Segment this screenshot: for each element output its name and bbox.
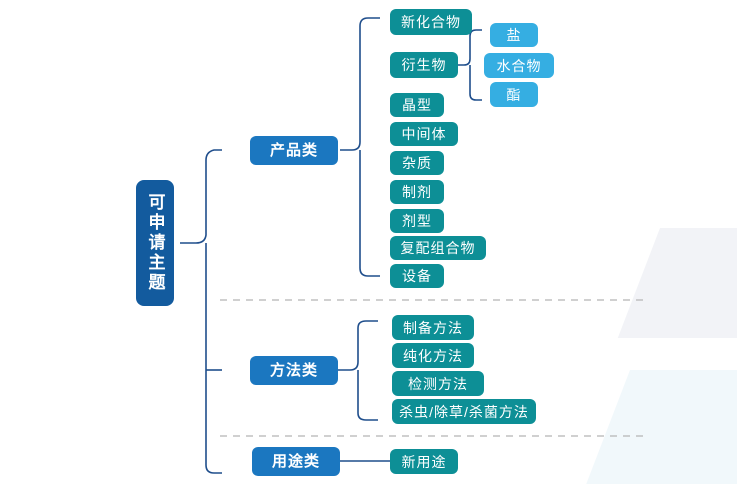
leaf-label-dosage-form: 剂型 (402, 213, 432, 229)
leaf-label-derivative: 衍生物 (401, 57, 447, 73)
leaf-label-preparation-method: 制备方法 (403, 319, 463, 336)
leaf-label-preparation: 制剂 (402, 184, 432, 200)
branch-label-usage: 用途类 (271, 453, 320, 470)
product-brace-lower (359, 158, 380, 277)
leaf-label-pesticide-method: 杀虫/除草/杀菌方法 (399, 403, 529, 420)
root-brace (180, 149, 222, 244)
branch-label-method: 方法类 (269, 362, 318, 379)
method-brace-lower (357, 378, 378, 421)
subleaf-label-ester: 酯 (506, 86, 522, 103)
leaf-node-pesticide-method[interactable]: 杀虫/除草/杀菌方法 (392, 399, 536, 424)
branch-node-method[interactable]: 方法类 (250, 356, 338, 385)
subleaf-label-salt: 盐 (506, 27, 522, 43)
derivative-brace-lower (469, 71, 482, 101)
subleaf-node-salt[interactable]: 盐 (490, 23, 538, 47)
leaf-node-purification-method[interactable]: 纯化方法 (392, 343, 474, 368)
subleaf-node-ester[interactable]: 酯 (490, 82, 538, 107)
leaf-node-new-compound[interactable]: 新化合物 (390, 9, 472, 35)
method-brace (338, 320, 378, 371)
leaf-node-derivative[interactable]: 衍生物 (390, 52, 458, 78)
leaf-label-purification-method: 纯化方法 (403, 347, 463, 364)
subleaf-label-hydrate: 水合物 (496, 57, 542, 74)
leaf-label-impurity: 杂质 (402, 155, 432, 171)
branch-label-product: 产品类 (269, 142, 318, 159)
leaf-label-new-compound: 新化合物 (401, 14, 461, 30)
branch-node-product[interactable]: 产品类 (250, 136, 338, 165)
leaf-label-intermediate: 中间体 (401, 126, 447, 142)
leaf-node-equipment[interactable]: 设备 (390, 264, 444, 288)
leaf-node-preparation-method[interactable]: 制备方法 (392, 315, 474, 340)
root-node-topic[interactable]: 可申请主题 (136, 180, 174, 306)
leaf-node-crystal-form[interactable]: 晶型 (390, 93, 444, 117)
branch-node-usage[interactable]: 用途类 (252, 447, 340, 476)
leaf-label-combination: 复配组合物 (400, 240, 476, 256)
leaf-node-combination[interactable]: 复配组合物 (390, 236, 486, 260)
leaf-node-dosage-form[interactable]: 剂型 (390, 209, 444, 233)
leaf-node-new-usage[interactable]: 新用途 (390, 449, 458, 474)
leaf-node-preparation[interactable]: 制剂 (390, 180, 444, 204)
leaf-label-detection-method: 检测方法 (408, 375, 468, 392)
root-node-label: 可申请主题 (145, 193, 165, 293)
leaf-label-crystal-form: 晶型 (402, 97, 432, 113)
leaf-label-new-usage: 新用途 (401, 453, 447, 470)
leaf-node-impurity[interactable]: 杂质 (390, 151, 444, 175)
leaf-node-intermediate[interactable]: 中间体 (390, 122, 458, 146)
leaf-node-detection-method[interactable]: 检测方法 (392, 371, 484, 396)
derivative-brace (458, 29, 482, 66)
product-brace (340, 17, 380, 151)
root-brace-lower (205, 251, 222, 474)
subleaf-node-hydrate[interactable]: 水合物 (484, 53, 554, 78)
leaf-label-equipment: 设备 (402, 268, 432, 284)
